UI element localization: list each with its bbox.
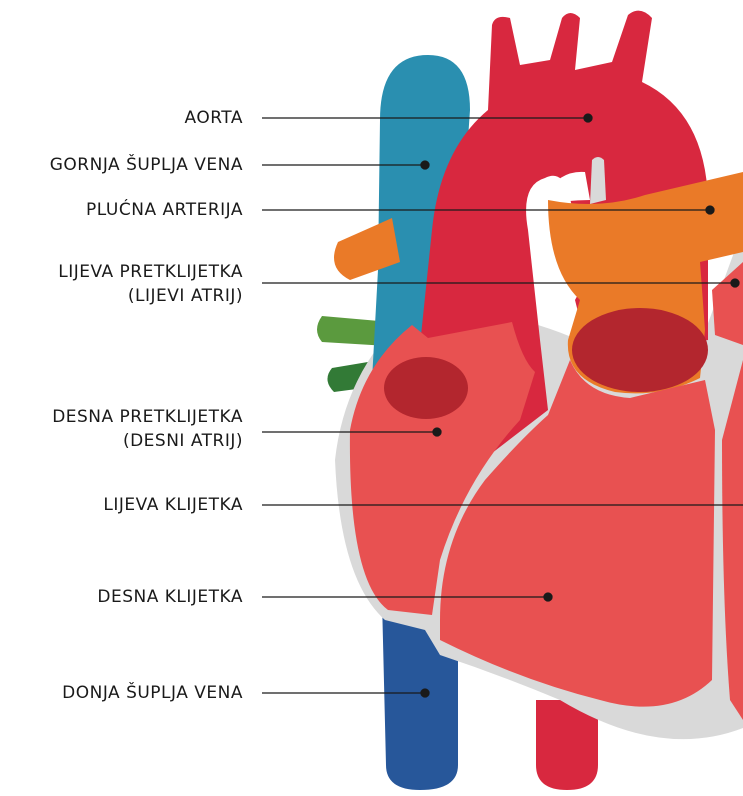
- label-left-atrium-line2: (LIJEVI ATRIJ): [58, 284, 243, 308]
- label-right-atrium: DESNA PRETKLIJETKA (DESNI ATRIJ): [52, 405, 243, 453]
- label-superior-vena-cava: GORNJA ŠUPLJA VENA: [50, 153, 243, 177]
- label-left-ventricle: LIJEVA KLIJETKA: [103, 493, 243, 517]
- label-pulmonary-artery: PLUĆNA ARTERIJA: [86, 198, 243, 222]
- label-left-atrium: LIJEVA PRETKLIJETKA (LIJEVI ATRIJ): [58, 260, 243, 308]
- label-right-atrium-line2: (DESNI ATRIJ): [52, 429, 243, 453]
- label-aorta: AORTA: [185, 106, 243, 130]
- label-inferior-vena-cava: DONJA ŠUPLJA VENA: [62, 681, 243, 705]
- label-left-atrium-line1: LIJEVA PRETKLIJETKA: [58, 260, 243, 284]
- label-right-atrium-line1: DESNA PRETKLIJETKA: [52, 405, 243, 429]
- label-right-ventricle: DESNA KLIJETKA: [97, 585, 243, 609]
